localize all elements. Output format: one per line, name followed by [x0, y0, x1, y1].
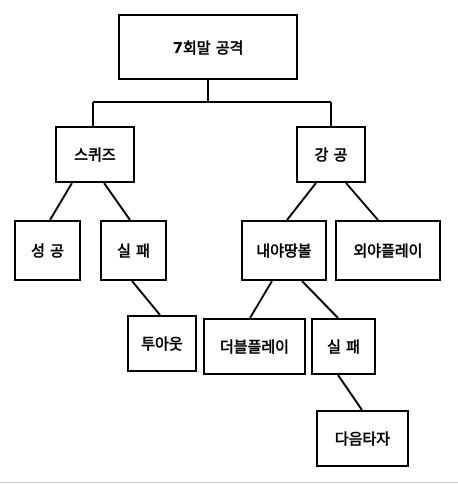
node-double-play-label: 더블플레이	[219, 338, 289, 356]
node-force: 강 공	[296, 126, 366, 183]
node-next-batter-label: 다음타자	[334, 430, 391, 448]
node-runner-out-label: 투아웃	[141, 335, 183, 353]
node-squeeze-label: 스퀴즈	[74, 146, 116, 164]
edge-infield-to-double	[249, 280, 273, 319]
node-force-label: 강 공	[314, 146, 348, 164]
edge-fail-to-runout	[131, 280, 161, 316]
edge-force-to-outplay	[345, 182, 379, 221]
node-runner-out: 투아웃	[127, 315, 197, 372]
edge-force-to-infield	[286, 182, 317, 221]
node-double-play: 더블플레이	[203, 318, 306, 375]
node-force-fail: 실 패	[311, 318, 376, 375]
node-squeeze-fail: 실 패	[100, 220, 167, 281]
edge-infield-to-fail	[301, 280, 339, 319]
node-root: 7회말 공격	[118, 14, 298, 80]
node-force-fail-label: 실 패	[327, 338, 360, 356]
node-outfield-play-label: 외야플레이	[353, 242, 423, 260]
node-squeeze-success: 성 공	[14, 220, 81, 281]
node-next-batter: 다음타자	[316, 410, 409, 467]
node-squeeze: 스퀴즈	[55, 126, 135, 183]
node-root-label: 7회말 공격	[172, 38, 244, 57]
node-infield-fly: 내야땅볼	[241, 220, 327, 281]
node-outfield-play: 외야플레이	[335, 220, 441, 281]
node-infield-fly-label: 내야땅볼	[256, 242, 312, 260]
node-squeeze-success-label: 성 공	[31, 242, 64, 260]
edge-squeeze-to-fail	[103, 182, 131, 221]
bottom-divider	[0, 482, 458, 483]
edge-fail-to-nextbat	[337, 374, 363, 411]
edge-squeeze-to-success	[49, 182, 73, 221]
node-squeeze-fail-label: 실 패	[117, 242, 150, 260]
